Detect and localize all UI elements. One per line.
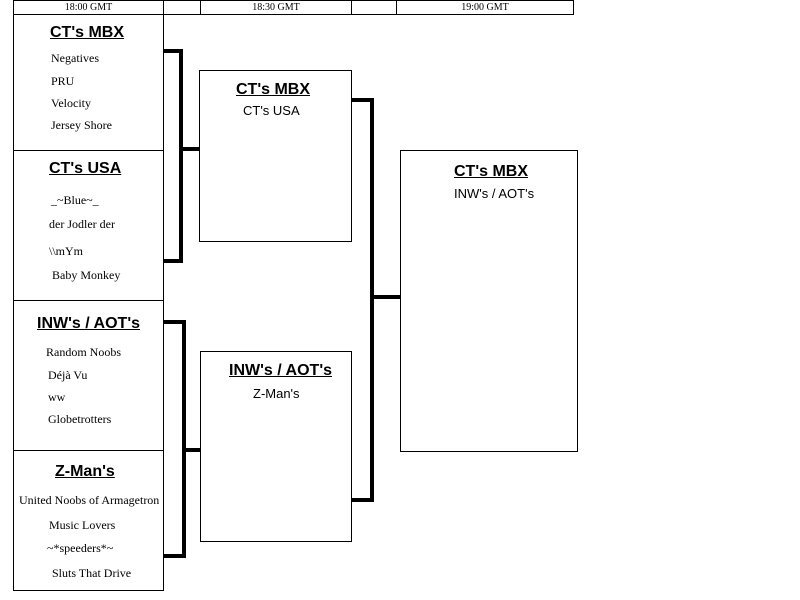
header-spacer-1 xyxy=(163,0,201,15)
round1-team-box-2: CT's USA _~Blue~_ der Jodler der \\mYm B… xyxy=(13,150,164,301)
round2-match-box-2: INW's / AOT's Z-Man's xyxy=(200,351,352,542)
team-member: PRU xyxy=(51,74,75,88)
bracket-connector xyxy=(164,554,186,558)
team-member: _~Blue~_ xyxy=(51,193,99,207)
bracket-connector xyxy=(352,498,374,502)
bracket-connector xyxy=(164,320,186,324)
final-opponent: INW's / AOT's xyxy=(454,186,535,201)
bracket-connector xyxy=(164,49,182,53)
team-title: CT's MBX xyxy=(50,24,125,41)
bracket-connector xyxy=(182,448,200,452)
bracket-connector xyxy=(352,98,374,102)
bracket-connector xyxy=(179,49,183,263)
match-winner: CT's MBX xyxy=(236,81,311,98)
time-slot-1800: 18:00 GMT xyxy=(13,0,164,15)
bracket-connector xyxy=(370,98,374,502)
team-member: ~*speeders*~ xyxy=(47,541,114,555)
round1-team-box-1: CT's MBX Negatives PRU Velocity Jersey S… xyxy=(13,14,164,151)
team-member: \\mYm xyxy=(49,244,84,258)
final-match-box: CT's MBX INW's / AOT's xyxy=(400,150,578,452)
team-member: ww xyxy=(48,390,66,404)
team-member: Negatives xyxy=(51,51,99,65)
team-title: Z-Man's xyxy=(55,463,115,480)
team-member: United Noobs of Armagetron xyxy=(19,493,160,507)
time-slot-1900: 19:00 GMT xyxy=(396,0,574,15)
team-member: Music Lovers xyxy=(49,518,116,532)
match-opponent: CT's USA xyxy=(243,103,300,118)
team-member: Velocity xyxy=(51,96,91,110)
team-member: Random Noobs xyxy=(46,345,121,359)
team-member: Déjà Vu xyxy=(48,368,88,382)
bracket-connector xyxy=(370,295,400,299)
header-spacer-2 xyxy=(351,0,397,15)
match-winner: INW's / AOT's xyxy=(229,362,333,379)
team-title: INW's / AOT's xyxy=(37,315,141,332)
team-member: Jersey Shore xyxy=(51,118,112,132)
round1-team-box-3: INW's / AOT's Random Noobs Déjà Vu ww Gl… xyxy=(13,300,164,451)
team-member: Globetrotters xyxy=(48,412,112,426)
bracket-connector xyxy=(179,147,200,151)
match-opponent: Z-Man's xyxy=(253,386,300,401)
team-member: Baby Monkey xyxy=(52,268,121,282)
bracket-connector xyxy=(164,259,182,263)
team-member: der Jodler der xyxy=(49,217,115,231)
final-winner: CT's MBX xyxy=(454,163,529,180)
time-slot-1830: 18:30 GMT xyxy=(200,0,352,15)
team-title: CT's USA xyxy=(49,160,122,177)
round1-team-box-4: Z-Man's United Noobs of Armagetron Music… xyxy=(13,450,164,591)
team-member: Sluts That Drive xyxy=(52,566,132,580)
bracket-connector xyxy=(182,320,186,558)
round2-match-box-1: CT's MBX CT's USA xyxy=(199,70,352,242)
